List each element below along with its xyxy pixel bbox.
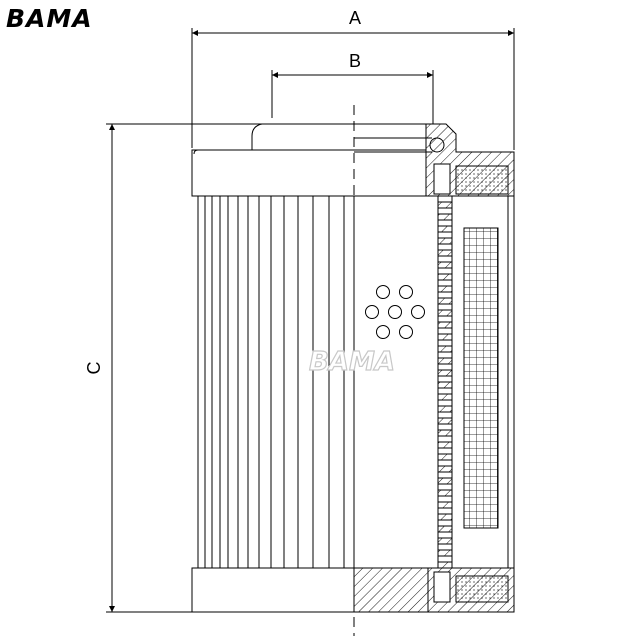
dimension-c: C xyxy=(84,123,262,613)
pleat-lines xyxy=(204,196,345,568)
perforation-holes xyxy=(365,285,425,339)
dimension-c-label: C xyxy=(84,362,104,375)
filter-section-view xyxy=(353,123,515,613)
perforated-tube xyxy=(437,201,453,569)
brand-logo: BAMA xyxy=(6,4,93,33)
wire-mesh xyxy=(463,227,499,529)
dimension-a: A xyxy=(191,8,515,150)
dimension-b-label: B xyxy=(349,51,361,71)
dimension-a-label: A xyxy=(349,8,361,28)
watermark: BAMA xyxy=(309,347,395,377)
dimension-b: B xyxy=(271,51,434,124)
